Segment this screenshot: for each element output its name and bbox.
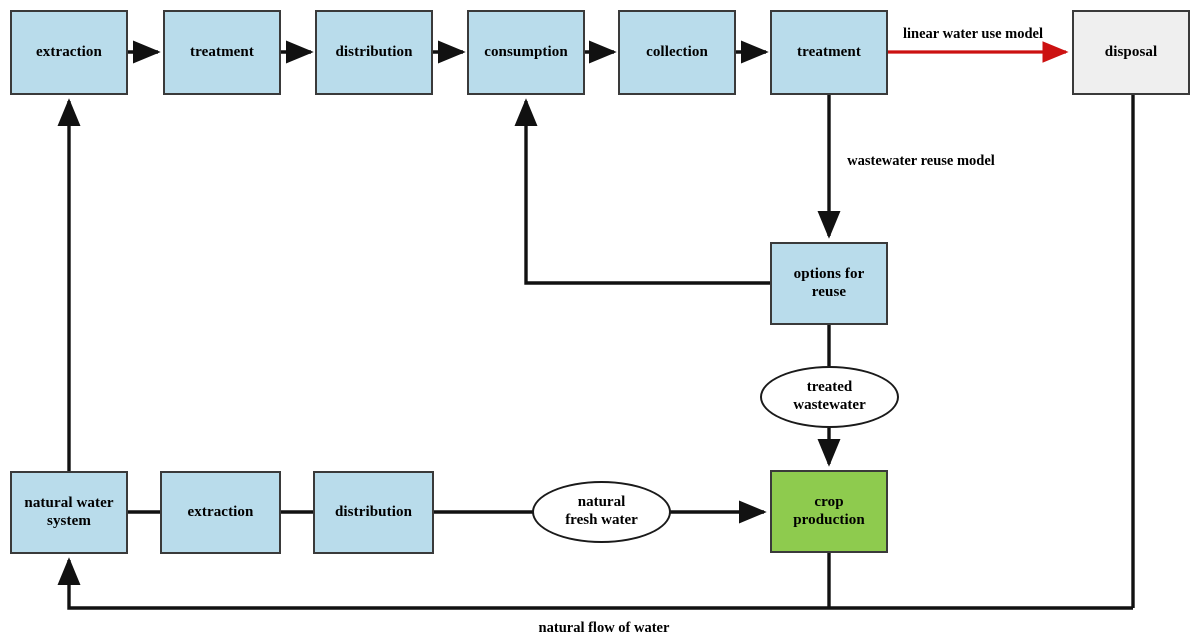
node-label: treatment bbox=[797, 43, 861, 60]
node-label: options for reuse bbox=[793, 265, 865, 300]
node-collection[interactable]: collection bbox=[618, 10, 736, 95]
node-distribution-bottom[interactable]: distribution bbox=[313, 471, 434, 554]
node-natural-fresh-water[interactable]: natural fresh water bbox=[532, 481, 671, 543]
node-label: extraction bbox=[187, 503, 254, 520]
node-label: distribution bbox=[334, 503, 413, 520]
node-consumption[interactable]: consumption bbox=[467, 10, 585, 95]
node-crop-production[interactable]: crop production bbox=[770, 470, 888, 553]
node-label: treatment bbox=[190, 43, 254, 60]
node-label: extraction bbox=[36, 43, 102, 60]
node-distribution-top[interactable]: distribution bbox=[315, 10, 433, 95]
node-natural-water-system[interactable]: natural water system bbox=[10, 471, 128, 554]
edge-natural-flow-to-natural-water-system bbox=[57, 557, 1133, 610]
node-treatment-top[interactable]: treatment bbox=[163, 10, 281, 95]
edge-options-for-reuse-to-consumption bbox=[514, 98, 770, 285]
node-label: treated wastewater bbox=[793, 379, 866, 413]
node-extraction-bottom[interactable]: extraction bbox=[160, 471, 281, 554]
node-label: distribution bbox=[335, 43, 413, 60]
node-label: disposal bbox=[1104, 43, 1158, 60]
node-label: crop production bbox=[793, 493, 865, 528]
node-label: natural water system bbox=[24, 494, 114, 529]
node-disposal[interactable]: disposal bbox=[1072, 10, 1190, 95]
edge-label-natural-flow-of-water: natural flow of water bbox=[538, 620, 670, 636]
node-treated-wastewater[interactable]: treated wastewater bbox=[760, 366, 899, 428]
edge-label-linear-water-use-model: linear water use model bbox=[902, 26, 1044, 42]
node-extraction-top[interactable]: extraction bbox=[10, 10, 128, 95]
node-options-for-reuse[interactable]: options for reuse bbox=[770, 242, 888, 325]
edge-label-wastewater-reuse-model: wastewater reuse model bbox=[847, 153, 995, 169]
node-label: collection bbox=[646, 43, 708, 60]
node-label: consumption bbox=[484, 43, 568, 60]
node-label: natural fresh water bbox=[565, 494, 638, 528]
node-treatment-wastewater[interactable]: treatment bbox=[770, 10, 888, 95]
